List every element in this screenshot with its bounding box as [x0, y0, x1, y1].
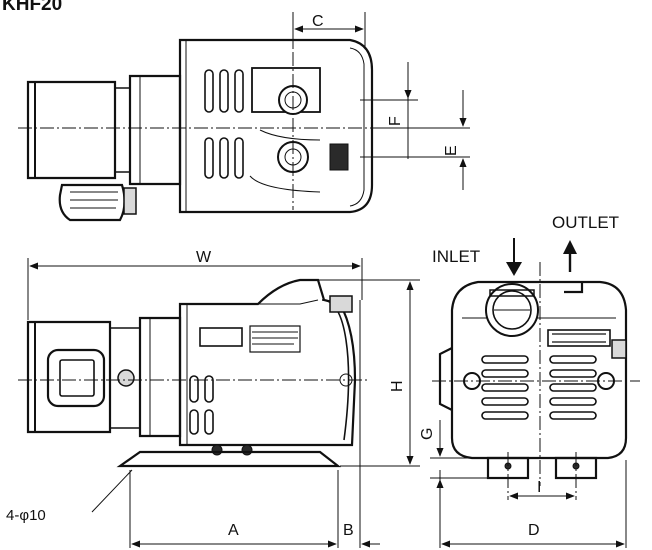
dim-label-f: F	[387, 116, 404, 126]
dim-label-a: A	[228, 522, 239, 539]
dim-label-c: C	[312, 13, 324, 30]
side-view	[18, 278, 368, 468]
side-view-dimensions: W H A B 4-φ10	[6, 249, 420, 548]
dim-label-d: D	[528, 522, 540, 539]
front-view-dimensions: INLET OUTLET G I D	[419, 213, 627, 548]
top-view-dimensions: C F E	[292, 12, 470, 190]
dim-label-w: W	[196, 249, 212, 266]
dim-label-h: H	[389, 380, 406, 392]
dim-label-e: E	[443, 145, 460, 156]
top-view	[18, 30, 374, 222]
model-title: KHF20	[2, 0, 62, 15]
inlet-arrow-icon	[506, 262, 522, 276]
inlet-label: INLET	[432, 247, 480, 266]
holes-note: 4-φ10	[6, 507, 46, 524]
front-view	[432, 262, 640, 500]
dim-label-i: I	[537, 479, 541, 496]
dim-label-g: G	[419, 428, 436, 440]
outlet-arrow-icon	[563, 240, 577, 254]
outlet-label: OUTLET	[552, 213, 619, 232]
dim-label-b: B	[343, 522, 354, 539]
